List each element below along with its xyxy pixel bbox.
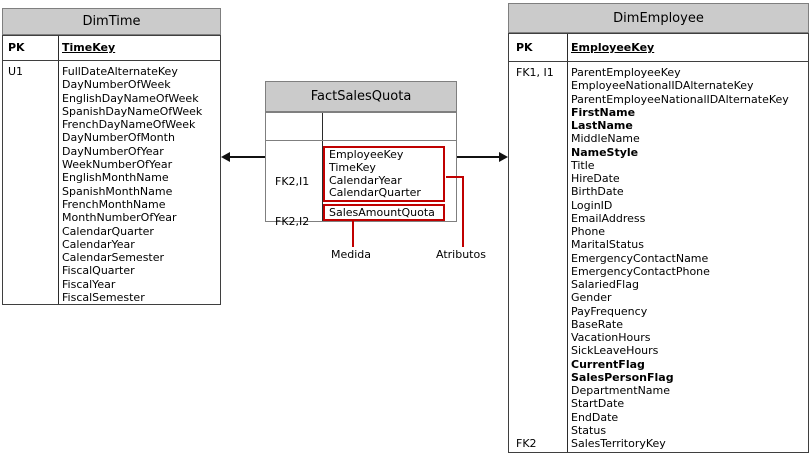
dimtime-key-label: U1 (8, 65, 24, 78)
dimemployee-pk-field: EmployeeKey (571, 41, 655, 54)
column-name: LoginID (571, 198, 613, 212)
column-name: BaseRate (571, 317, 624, 331)
factsalesquota-measure: SalesAmountQuota (325, 206, 443, 220)
attributes-callout-line-v (462, 176, 464, 247)
dimtime-pk-label: PK (8, 41, 25, 54)
column-name: SickLeaveHours (571, 344, 659, 358)
column-name: CalendarSemester (62, 251, 165, 265)
column-name: SpanishMonthName (62, 184, 173, 198)
factsalesquota-attribute-list: EmployeeKey TimeKey CalendarYear Calenda… (325, 148, 443, 200)
arrow-right-icon (499, 152, 508, 162)
column-name: SalariedFlag (571, 278, 639, 291)
dimemployee-field-list: ParentEmployeeKey EmployeeNationalIDAlte… (571, 66, 789, 450)
dimemployee-title: DimEmployee (613, 10, 704, 26)
column-name: CurrentFlag (571, 357, 645, 371)
dimtime-field-list: FullDateAlternateKey DayNumberOfWeek Eng… (62, 65, 202, 304)
column-name: CalendarYear (62, 237, 135, 251)
column-name: Gender (571, 291, 612, 305)
column-name: EnglishMonthName (62, 171, 169, 185)
column-name: TimeKey (329, 160, 376, 174)
column-name: NameStyle (571, 145, 639, 159)
dimtime-title: DimTime (82, 14, 141, 29)
dimtime-table-body: PK TimeKey U1 FullDateAlternateKey DayNu… (2, 35, 221, 305)
dimemployee-table-body: PK EmployeeKey FK1, I1 FK2 ParentEmploye… (508, 33, 809, 453)
dimtime-pk-row: PK TimeKey (3, 36, 220, 61)
column-name: FiscalSemester (62, 291, 145, 305)
relationship-line-dimemployee (457, 156, 500, 158)
column-name: EndDate (571, 410, 619, 424)
attributes-callout-label: Atributos (436, 248, 486, 261)
dimemployee-table-header: DimEmployee (508, 3, 809, 33)
factsalesquota-title: FactSalesQuota (310, 89, 412, 104)
column-name: FrenchDayNameOfWeek (62, 118, 196, 132)
column-name: DayNumberOfYear (62, 144, 164, 158)
arrow-left-icon (221, 152, 230, 162)
attributes-callout-line-h (446, 176, 464, 178)
column-name: StartDate (571, 397, 625, 411)
column-name: BirthDate (571, 185, 624, 199)
measure-highlight-box: SalesAmountQuota (323, 204, 445, 221)
column-name: EmergencyContactPhone (571, 264, 710, 278)
dimemployee-pk-label: PK (516, 41, 533, 54)
dimemployee-key-label-top: FK1, I1 (516, 66, 554, 79)
factsalesquota-key-labels: FK2,I1 FK2,I2 (275, 149, 309, 255)
column-name: DayNumberOfMonth (62, 131, 175, 145)
factsalesquota-empty-pk-row (266, 113, 456, 141)
column-name: EmergencyContactName (571, 251, 709, 265)
column-name: WeekNumberOfYear (62, 158, 173, 172)
factsalesquota-table-header: FactSalesQuota (265, 81, 457, 112)
column-name: SalesTerritoryKey (571, 437, 666, 450)
column-name: SalesPersonFlag (571, 370, 674, 384)
column-name: FrenchMonthName (62, 197, 166, 211)
measure-callout-line (352, 220, 354, 247)
key-label: FK2,I1 (275, 175, 310, 189)
factsalesquota-table-body: FK2,I1 FK2,I2 EmployeeKey TimeKey Calend… (265, 112, 457, 228)
column-name: DepartmentName (571, 384, 671, 397)
attributes-highlight-box: EmployeeKey TimeKey CalendarYear Calenda… (323, 146, 445, 202)
column-name: SalesAmountQuota (329, 206, 435, 219)
column-name: EmployeeKey (329, 148, 404, 161)
column-name: ParentEmployeeNationalIDAlternateKey (571, 92, 789, 106)
column-name: FirstName (571, 105, 636, 119)
column-name: MonthNumberOfYear (62, 211, 177, 225)
dimtime-pk-field: TimeKey (62, 41, 116, 54)
relationship-line-dimtime (229, 156, 265, 158)
factsalesquota-column-divider (322, 113, 323, 221)
column-name: Title (571, 158, 595, 172)
column-name: Status (571, 423, 607, 437)
dimtime-column-divider (58, 36, 59, 304)
column-name: MaritalStatus (571, 238, 644, 252)
column-name: CalendarQuarter (329, 186, 421, 200)
column-name: FullDateAlternateKey (62, 65, 178, 78)
column-name: HireDate (571, 172, 620, 185)
column-name: VacationHours (571, 331, 651, 344)
dimemployee-key-label-bottom: FK2 (516, 437, 537, 450)
column-name: EmailAddress (571, 211, 646, 225)
column-name: Phone (571, 225, 606, 238)
column-name: EnglishDayNameOfWeek (62, 91, 199, 105)
measure-callout-label: Medida (331, 248, 372, 261)
key-label: FK2,I2 (275, 215, 310, 229)
column-name: DayNumberOfWeek (62, 78, 171, 92)
column-name: FiscalYear (62, 277, 116, 291)
column-name: MiddleName (571, 132, 640, 146)
dimemployee-column-divider (567, 34, 568, 452)
column-name: ParentEmployeeKey (571, 66, 681, 79)
column-name: CalendarYear (329, 173, 402, 187)
column-name: LastName (571, 119, 633, 132)
column-name: CalendarQuarter (62, 224, 154, 238)
dimtime-table-header: DimTime (2, 8, 221, 35)
dimemployee-pk-row: PK EmployeeKey (509, 34, 808, 62)
column-name: EmployeeNationalIDAlternateKey (571, 79, 754, 93)
column-name: PayFrequency (571, 304, 648, 318)
column-name: FiscalQuarter (62, 264, 135, 278)
column-name: SpanishDayNameOfWeek (62, 104, 203, 118)
